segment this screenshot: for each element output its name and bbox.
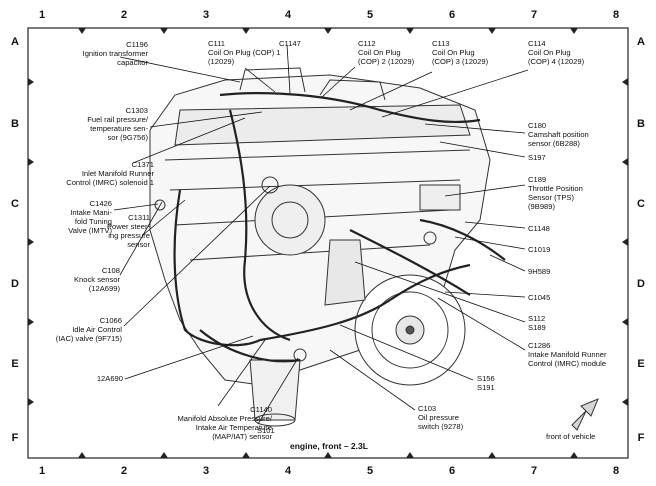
callout-c1426: C1426 Intake Mani- fold Tuning Valve (IM… bbox=[68, 199, 112, 235]
front-of-vehicle-label: front of vehicle bbox=[546, 432, 596, 441]
callout-c114: C114 Coil On Plug (COP) 4 (12029) bbox=[528, 39, 585, 66]
grid-col-3-bottom: 3 bbox=[202, 465, 210, 477]
grid-tick-marks bbox=[28, 28, 628, 458]
grid-col-6-bottom: 6 bbox=[448, 465, 456, 477]
grid-row-a-right: A bbox=[637, 36, 645, 48]
grid-row-c-left: C bbox=[11, 198, 19, 210]
grid-row-b-right: B bbox=[637, 118, 645, 130]
callout-c1286: C1286 Intake Manifold Runner Control (IM… bbox=[528, 341, 607, 368]
callout-c111: C111 Coil On Plug (COP) 1 (12029) bbox=[208, 39, 281, 66]
grid-col-8-bottom: 8 bbox=[612, 465, 620, 477]
callout-s156-s191: S156 S191 bbox=[477, 374, 495, 392]
grid-row-f-right: F bbox=[637, 432, 645, 444]
grid-col-5-bottom: 5 bbox=[366, 465, 374, 477]
callout-c189: C189 Throttle Position Sensor (TPS) (9B9… bbox=[528, 175, 583, 211]
callout-12a690: 12A690 bbox=[96, 374, 123, 383]
callout-c180: C180 Camshaft position sensor (6B288) bbox=[528, 121, 589, 148]
grid-row-e-left: E bbox=[11, 358, 19, 370]
callout-c113: C113 Coil On Plug (COP) 3 (12029) bbox=[432, 39, 489, 66]
front-arrow-icon bbox=[571, 398, 599, 431]
grid-col-2-top: 2 bbox=[120, 9, 128, 21]
grid-col-5-top: 5 bbox=[366, 9, 374, 21]
callout-9h589: 9H589 bbox=[528, 267, 551, 276]
grid-col-4-top: 4 bbox=[284, 9, 292, 21]
grid-row-c-right: C bbox=[637, 198, 645, 210]
callout-c1196: C1196 Ignition transformer capacitor bbox=[82, 40, 148, 67]
callout-c1303: C1303 Fuel rail pressure/ temperature se… bbox=[87, 106, 148, 142]
callout-c1147: C1147 bbox=[279, 39, 301, 48]
grid-col-7-bottom: 7 bbox=[530, 465, 538, 477]
grid-row-d-left: D bbox=[11, 278, 19, 290]
grid-col-4-bottom: 4 bbox=[284, 465, 292, 477]
callout-c1019: C1019 bbox=[528, 245, 551, 254]
grid-row-d-right: D bbox=[637, 278, 645, 290]
callout-c1066: C1066 Idle Air Control (IAC) valve (9F71… bbox=[55, 316, 122, 343]
leader-lines bbox=[113, 44, 529, 425]
callout-c103: C103 Oil pressure switch (9278) bbox=[418, 404, 464, 431]
callout-s101: S101 bbox=[257, 426, 275, 435]
callout-c1045: C1045 bbox=[528, 293, 551, 302]
callout-s112-s189: S112 S189 bbox=[528, 314, 546, 332]
grid-col-7-top: 7 bbox=[530, 9, 538, 21]
grid-col-8-top: 8 bbox=[612, 9, 620, 21]
callout-c112: C112 Coil On Plug (COP) 2 (12029) bbox=[358, 39, 415, 66]
callout-c1140: C1140 Manifold Absolute Pressure/ Intake… bbox=[177, 405, 272, 441]
grid-row-f-left: F bbox=[11, 432, 19, 444]
grid-col-1-bottom: 1 bbox=[38, 465, 46, 477]
wiring-harness bbox=[173, 92, 506, 363]
grid-row-e-right: E bbox=[637, 358, 645, 370]
callout-c1371: C1371 Inlet Manifold Runner Control (IMR… bbox=[66, 160, 154, 187]
grid-row-a-left: A bbox=[11, 36, 19, 48]
diagram-caption: engine, front – 2.3L bbox=[290, 441, 368, 451]
grid-col-1-top: 1 bbox=[38, 9, 46, 21]
callout-c1311: C1311 Power steer- ing pressure sensor bbox=[106, 213, 150, 249]
callout-c108: C108 Knock sensor (12A699) bbox=[73, 266, 120, 293]
callout-c1148: C1148 bbox=[528, 224, 550, 233]
grid-col-2-bottom: 2 bbox=[120, 465, 128, 477]
grid-col-3-top: 3 bbox=[202, 9, 210, 21]
callout-s197: S197 bbox=[528, 153, 546, 162]
grid-col-6-top: 6 bbox=[448, 9, 456, 21]
grid-row-b-left: B bbox=[11, 118, 19, 130]
